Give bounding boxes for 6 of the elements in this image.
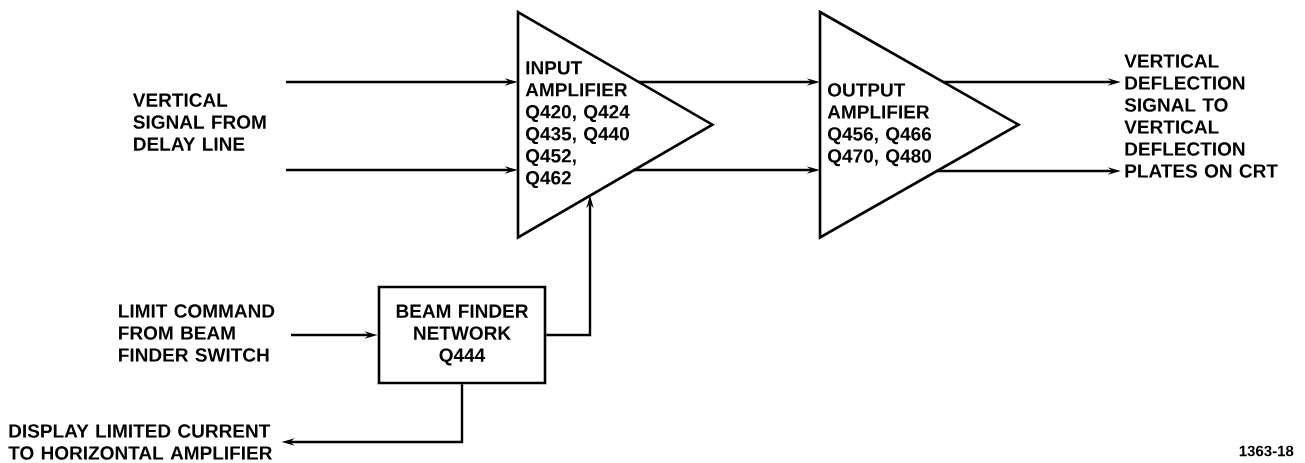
figure-number: 1363-18	[1239, 445, 1294, 457]
text-label: DISPLAY LIMITED CURRENT TO HORIZONTAL AMPLIFIER	[8, 424, 273, 460]
text-label: LIMIT COMMAND FROM BEAM FINDER SWITCH	[119, 304, 275, 362]
text-label: VERTICAL SIGNAL FROM DELAY LINE	[132, 93, 266, 151]
process-box: BEAM FINDER NETWORK Q444	[377, 285, 547, 385]
text-label: VERTICAL DEFLECTION SIGNAL TO VERTICAL DEFLECTION PLATES ON CRT	[1124, 54, 1278, 178]
